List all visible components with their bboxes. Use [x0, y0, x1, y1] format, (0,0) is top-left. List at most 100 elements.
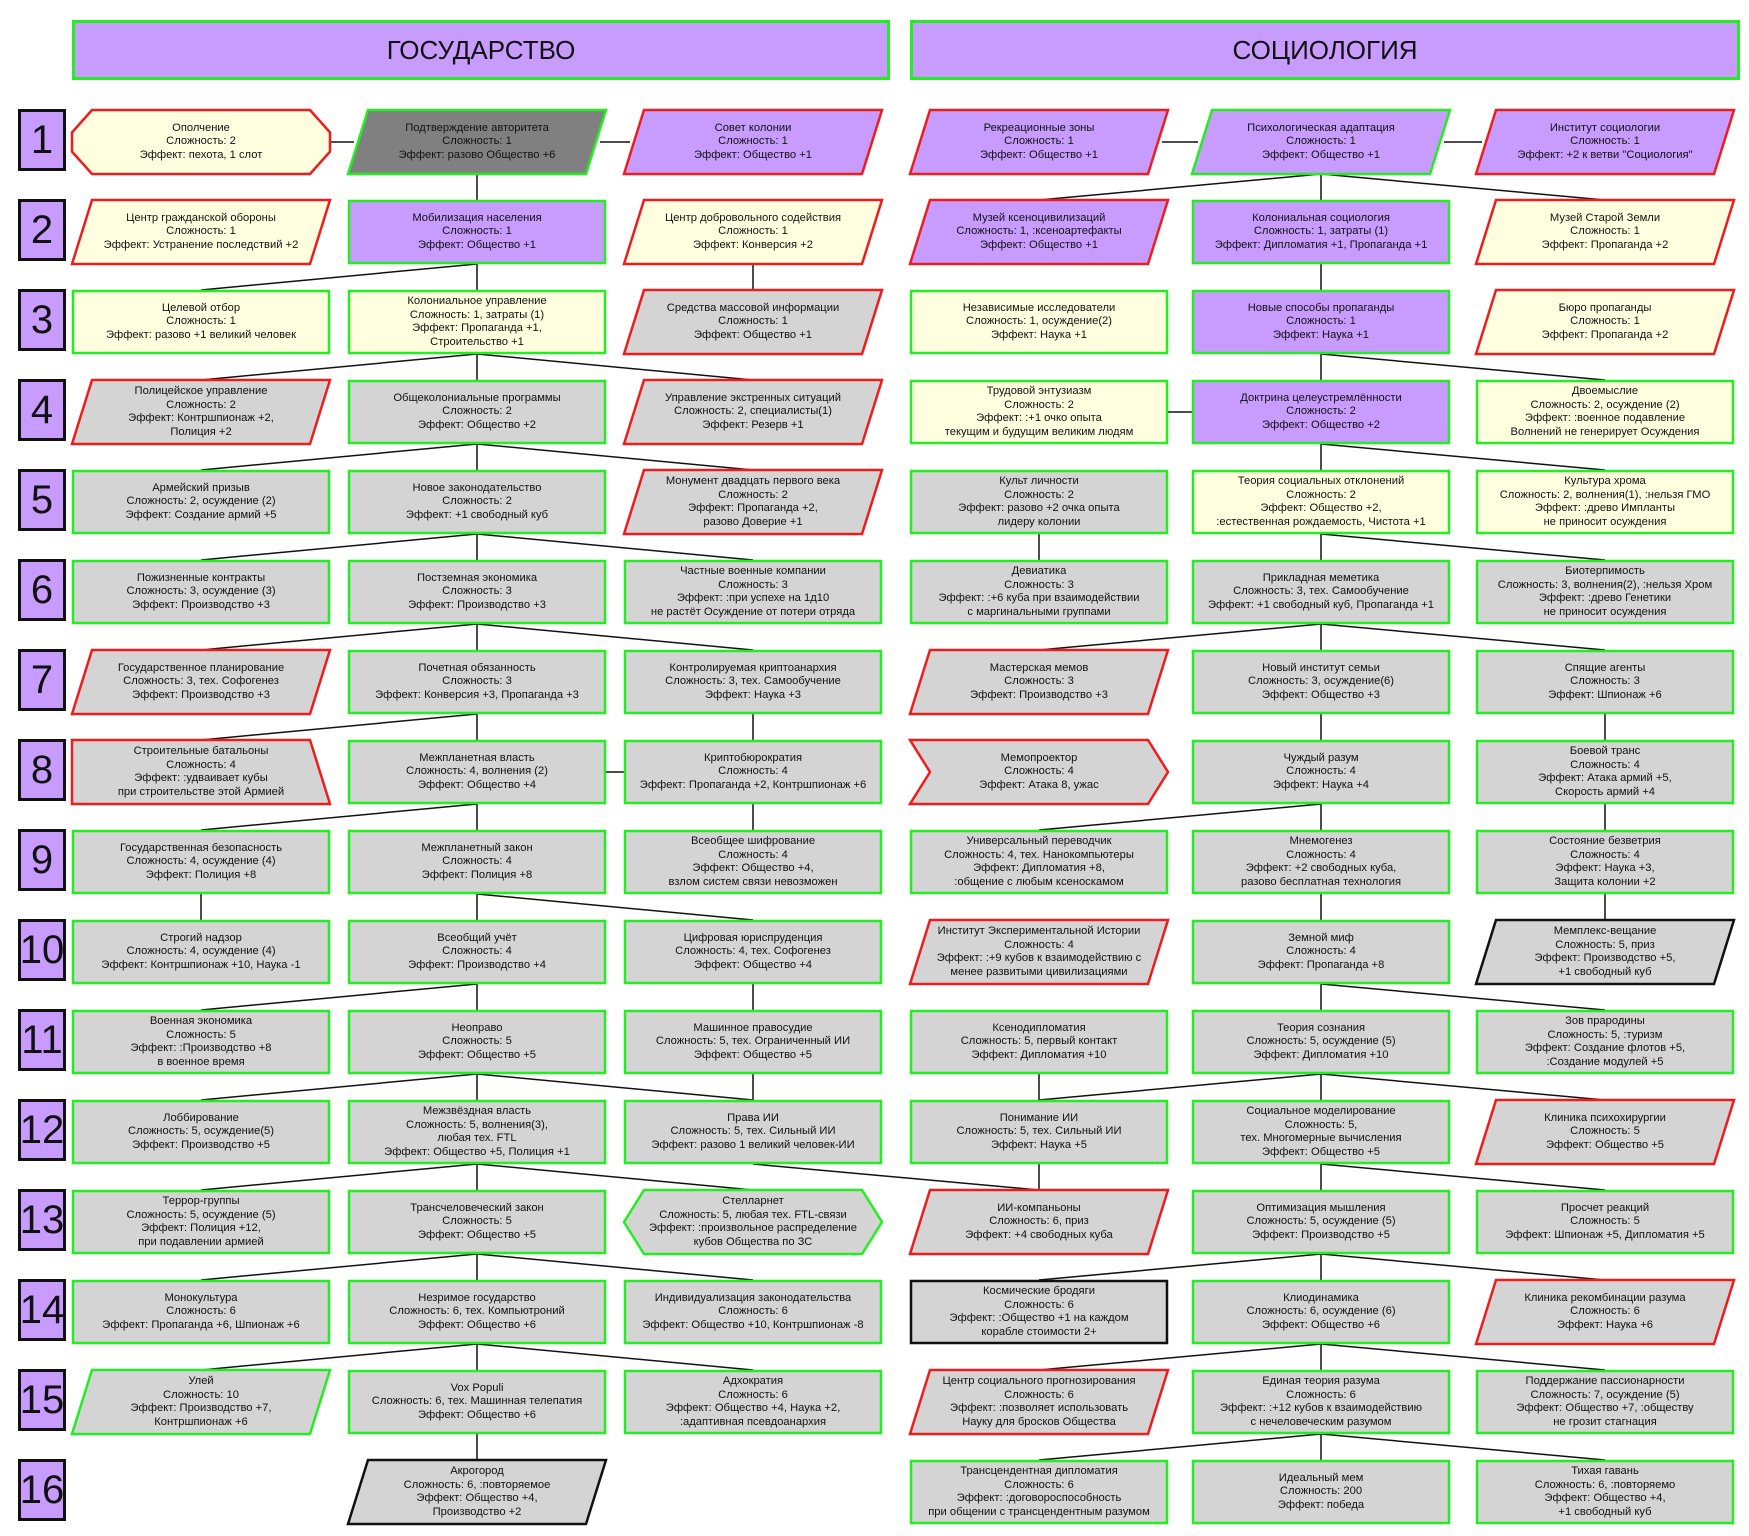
tech-name: ИИ-компаньоны	[997, 1201, 1081, 1214]
tech-node-shape	[347, 1279, 607, 1345]
tech-node-shape	[623, 649, 883, 715]
tech-node-shape	[71, 829, 331, 895]
